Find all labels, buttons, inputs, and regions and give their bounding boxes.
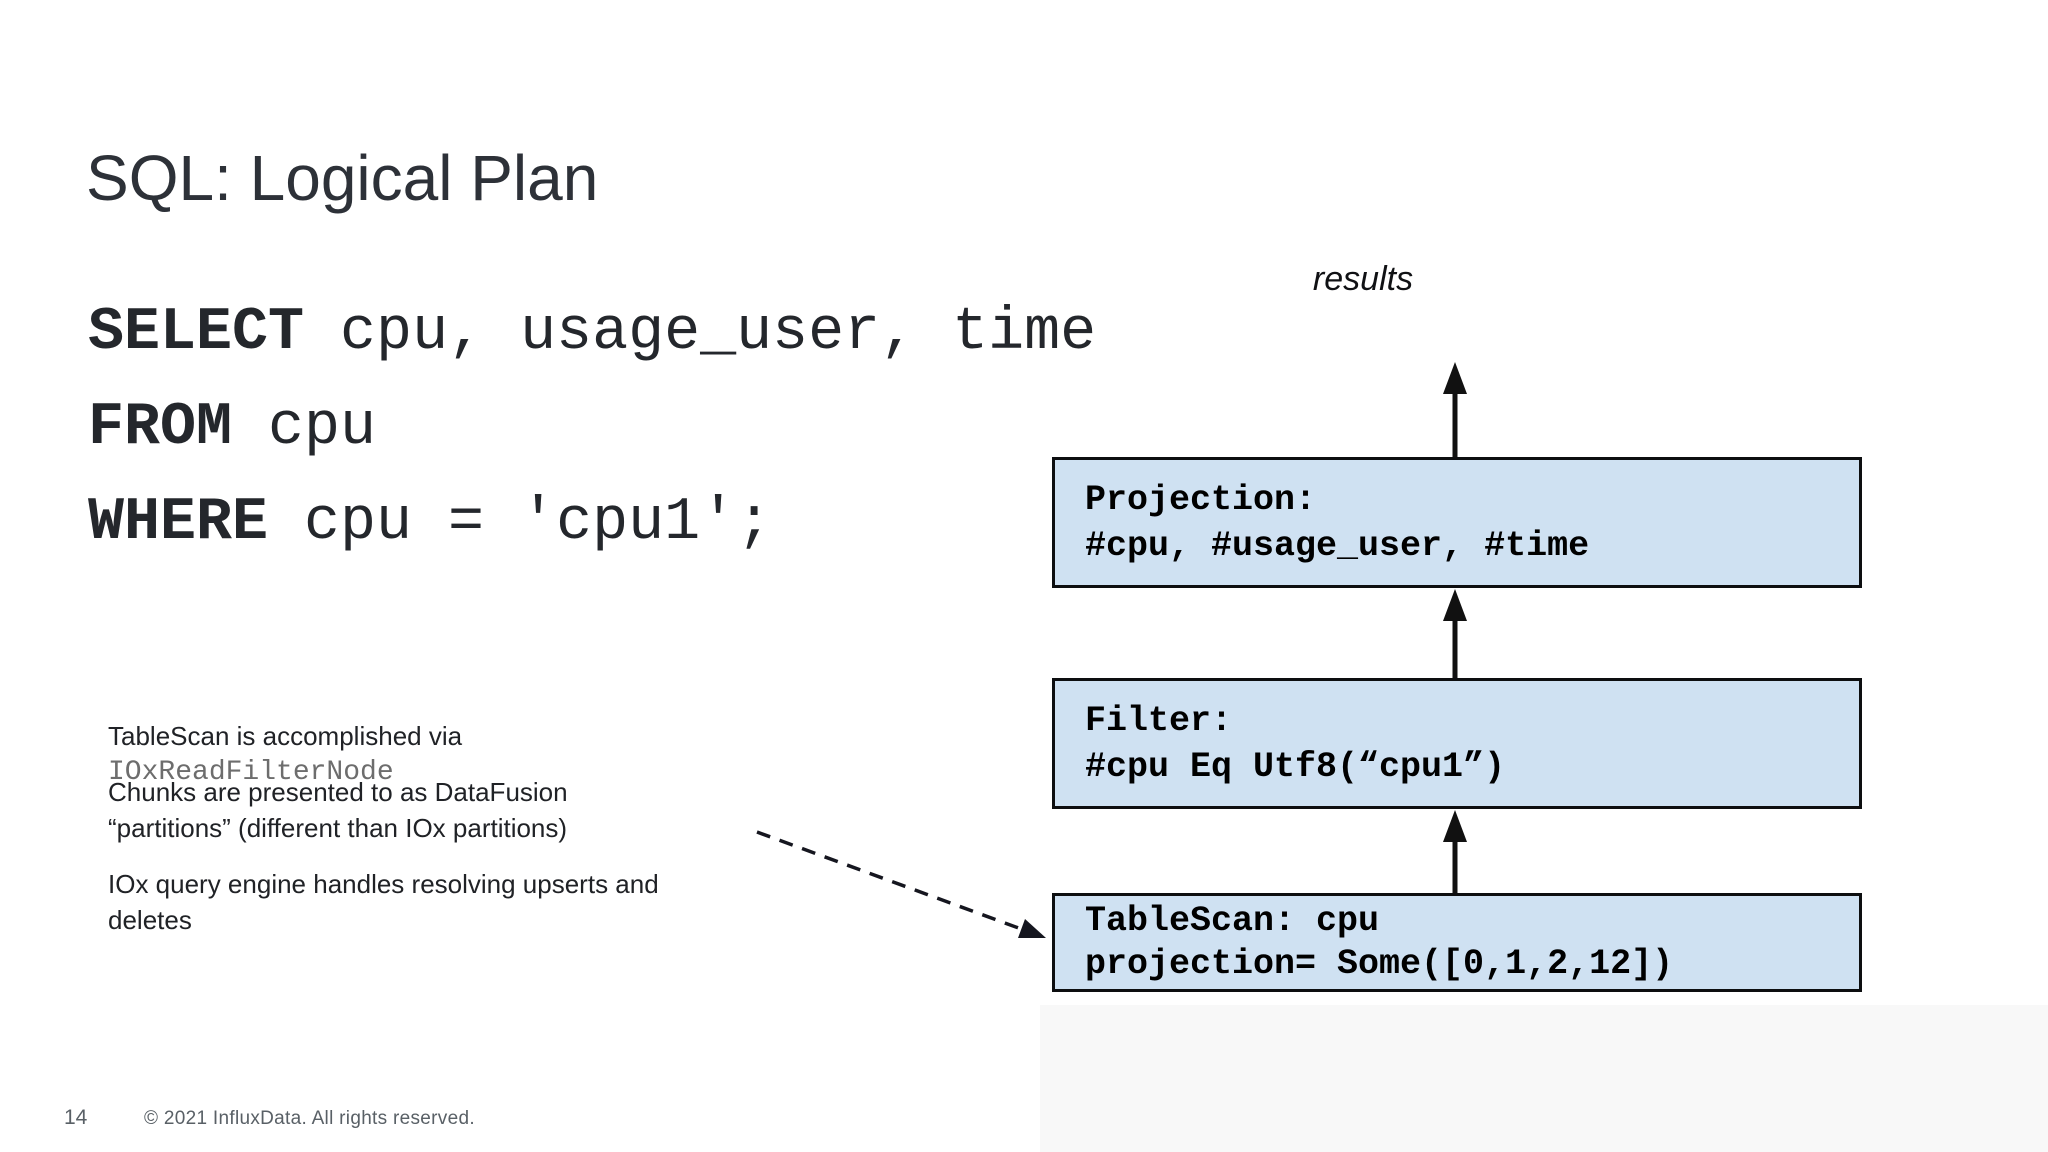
diagram-node-filter: Filter: #cpu Eq Utf8(“cpu1”) [1052,678,1862,809]
page-title: SQL: Logical Plan [86,142,599,214]
note-chunks: Chunks are presented to as DataFusion “p… [108,777,568,843]
sql-line-from: FROM cpu [88,398,376,458]
sql-from-table: cpu [232,394,377,462]
node-filter-title: Filter: [1085,700,1233,741]
copyright-text: © 2021 InfluxData. All rights reserved. [144,1108,475,1129]
results-label: results [1312,260,1414,298]
note-tablescan-text: TableScan is accomplished via [108,721,463,751]
diagram-node-projection: Projection: #cpu, #usage_user, #time [1052,457,1862,588]
sql-line-where: WHERE cpu = 'cpu1'; [88,493,772,553]
note-upserts: IOx query engine handles resolving upser… [108,869,659,935]
dashed-annotation-arrow [756,830,1046,938]
sql-keyword-where: WHERE [88,489,269,557]
bottom-right-shade [1040,1005,2048,1152]
sql-keyword-from: FROM [88,394,233,462]
sql-keyword-select: SELECT [88,299,305,367]
node-projection-title: Projection: [1085,479,1317,520]
flow-arrow-filter-to-projection [1443,589,1467,678]
node-filter-detail: #cpu Eq Utf8(“cpu1”) [1085,746,1506,787]
note-tablescan-code: IOxReadFilterNode [108,757,394,788]
flow-arrow-results [1443,362,1467,457]
node-tablescan-title: TableScan: cpu [1085,900,1380,941]
node-projection-detail: #cpu, #usage_user, #time [1085,525,1590,566]
sql-where-predicate: cpu = 'cpu1'; [268,489,773,557]
page-number: 14 [64,1106,88,1129]
sql-select-columns: cpu, usage_user, time [304,299,1097,367]
diagram-node-tablescan: TableScan: cpu projection= Some([0,1,2,1… [1052,893,1862,992]
flow-arrow-tablescan-to-filter [1443,810,1467,893]
note-tablescan: TableScan is accomplished via IOxReadFil… [108,682,462,828]
sql-line-select: SELECT cpu, usage_user, time [88,303,1096,363]
node-tablescan-detail: projection= Some([0,1,2,12]) [1085,943,1674,984]
